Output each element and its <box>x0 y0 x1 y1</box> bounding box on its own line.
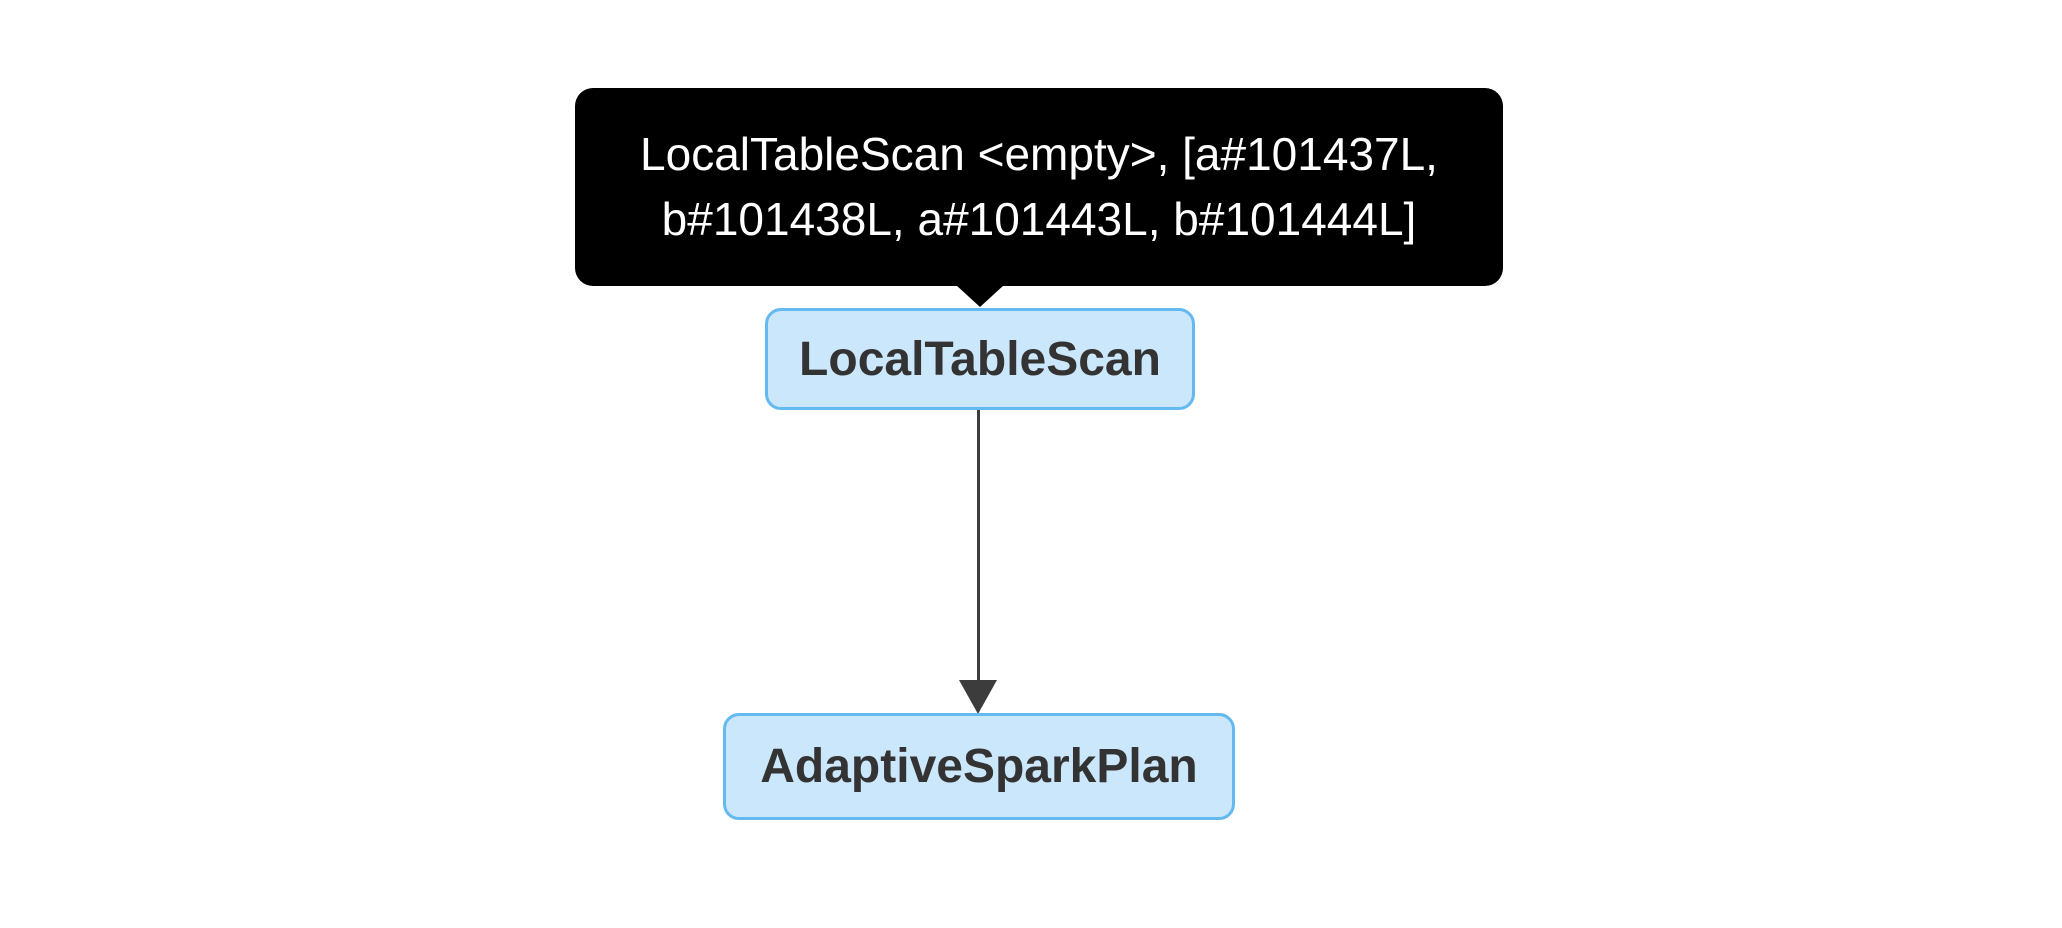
node-local-table-scan-label: LocalTableScan <box>799 332 1161 386</box>
node-local-table-scan[interactable]: LocalTableScan <box>765 308 1195 410</box>
tooltip-text-line-2: b#101438L, a#101443L, b#101444L] <box>661 193 1417 245</box>
node-adaptive-spark-plan[interactable]: AdaptiveSparkPlan <box>723 713 1235 820</box>
tooltip-text-line-1: LocalTableScan <empty>, [a#101437L, <box>640 128 1438 180</box>
node-tooltip: LocalTableScan <empty>, [a#101437L, b#10… <box>575 88 1503 307</box>
edge-arrowhead-icon <box>959 680 997 714</box>
node-adaptive-spark-plan-label: AdaptiveSparkPlan <box>760 740 1198 793</box>
edge-line <box>977 410 980 680</box>
tooltip-pointer-icon <box>956 285 1004 307</box>
